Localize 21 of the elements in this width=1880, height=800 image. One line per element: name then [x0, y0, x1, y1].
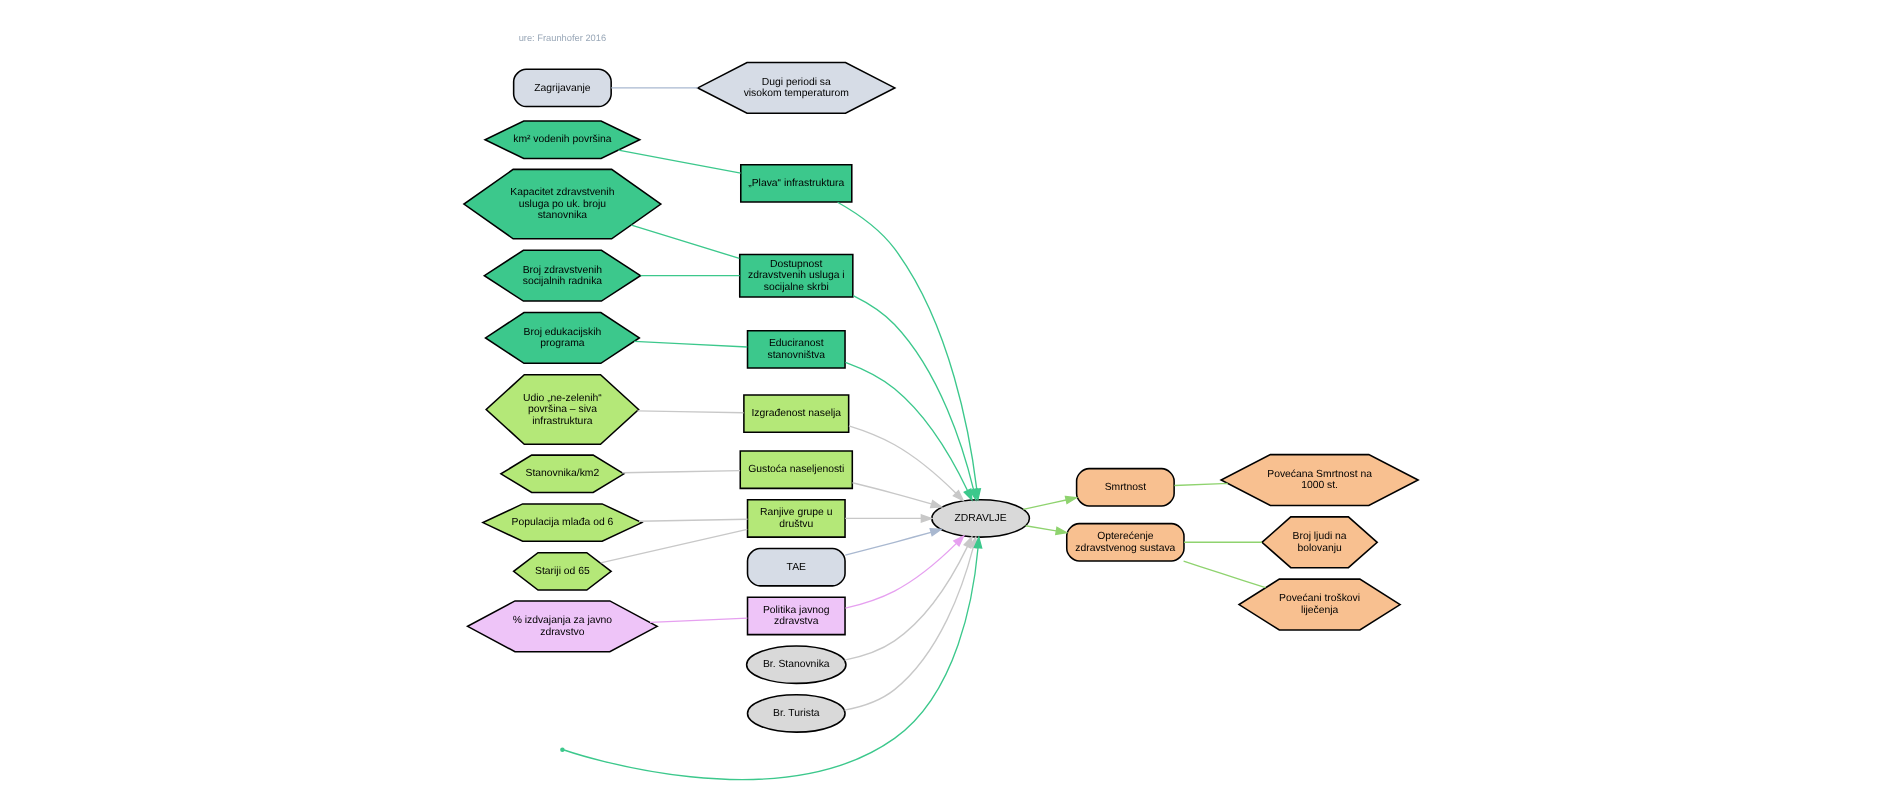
arrow: [847, 425, 964, 503]
connector: [1172, 482, 1228, 487]
connector: [629, 224, 740, 260]
arrow: [843, 513, 933, 524]
arrow: [843, 528, 943, 556]
connector: [637, 518, 748, 522]
connector: [609, 87, 698, 89]
arrow: [850, 482, 943, 509]
connector: [648, 617, 748, 624]
connector: [635, 410, 744, 414]
connector: [1181, 560, 1266, 589]
connector: [632, 340, 747, 348]
connector: [599, 528, 747, 564]
connector: [638, 275, 740, 277]
connector: [1182, 541, 1262, 543]
arrow: [1021, 495, 1078, 511]
arrow: [1023, 525, 1068, 536]
connector: [616, 149, 741, 174]
connector: [620, 470, 740, 474]
arrow: [843, 361, 972, 502]
arrow: [843, 534, 965, 609]
